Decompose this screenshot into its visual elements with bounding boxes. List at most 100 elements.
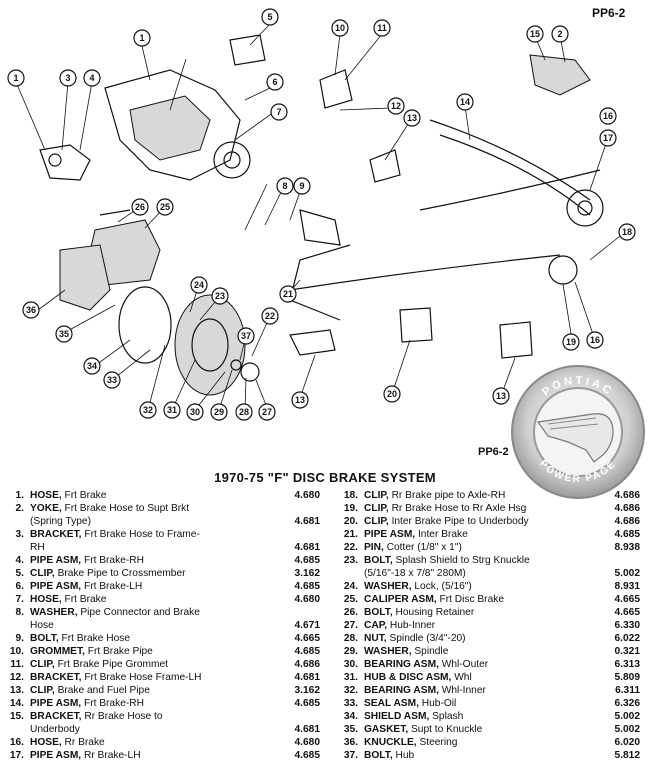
part-name: YOKE,: [30, 503, 62, 514]
svg-text:3: 3: [65, 73, 70, 83]
part-name: BRACKET,: [30, 711, 82, 722]
part-number-index: 12.: [9, 672, 24, 683]
part-description: HOSE, Rr Brake: [30, 736, 105, 749]
part-number-index: 7.: [15, 594, 25, 605]
part-description: PIPE ASM, Rr Brake-LH: [30, 749, 141, 762]
part-number-index: 33.: [343, 698, 358, 709]
svg-text:9: 9: [299, 181, 304, 191]
part-number-index: 8.: [15, 607, 25, 618]
part-name: NUT,: [364, 633, 387, 644]
part-description: BOLT, Frt Brake Hose: [30, 632, 130, 645]
part-name: GROMMET,: [30, 646, 85, 657]
part-detail: Frt Brake Hose to Supt Brkt: [61, 503, 190, 514]
svg-text:22: 22: [265, 311, 275, 321]
part-description: BEARING ASM, Whl-Inner: [364, 684, 486, 697]
svg-text:23: 23: [215, 291, 225, 301]
part-number-index: 29.: [343, 646, 358, 657]
part-number-index: 35.: [343, 724, 358, 735]
part-name: WASHER,: [364, 646, 412, 657]
svg-text:2: 2: [557, 29, 562, 39]
part-group-number: 4.685: [614, 529, 641, 540]
callout-23: 23: [211, 287, 229, 305]
part-name: CLIP,: [30, 659, 55, 670]
part-description: WASHER, Lock, (5/16"): [364, 580, 472, 593]
part-name: BEARING ASM,: [364, 659, 439, 670]
part-detail: Whl-Outer: [438, 659, 489, 670]
part-name: SEAL ASM,: [364, 698, 419, 709]
part-row-continued: (Spring Type)4.681: [6, 515, 326, 528]
svg-text:4: 4: [89, 73, 94, 83]
part-group-number: 6.326: [614, 698, 641, 709]
part-description: CALIPER ASM, Frt Disc Brake: [364, 593, 504, 606]
part-detail: Pipe Connector and Brake: [77, 607, 200, 618]
part-number-index: 9.: [15, 633, 25, 644]
part-group-number: 6.330: [614, 620, 641, 631]
svg-text:20: 20: [387, 389, 397, 399]
part-number-index: 23.: [343, 555, 358, 566]
part-description: CAP, Hub-Inner: [364, 619, 435, 632]
part-detail: Brake and Fuel Pipe: [54, 685, 150, 696]
part-name: KNUCKLE,: [364, 737, 417, 748]
part-group-number: 4.665: [614, 607, 641, 618]
part-number-index: 25.: [343, 594, 358, 605]
part-group-number: 4.681: [294, 724, 321, 735]
svg-text:26: 26: [135, 202, 145, 212]
part-name: PIPE ASM,: [30, 581, 82, 592]
part-number-index: 11.: [10, 659, 24, 670]
rear-axle-drawing: [419, 54, 604, 227]
part-number-index: 27.: [343, 620, 358, 631]
callout-8: 8: [276, 177, 294, 195]
part-group-number: 6.311: [615, 685, 640, 696]
callout-29: 29: [210, 403, 228, 421]
callout-12: 12: [387, 97, 405, 115]
part-number-index: 16.: [9, 737, 24, 748]
part-description: NUT, Spindle (3/4"-20): [364, 632, 466, 645]
part-number-index: 1.: [15, 490, 25, 501]
callout-10: 10: [331, 19, 349, 37]
part-description: CLIP, Frt Brake Pipe Grommet: [30, 658, 168, 671]
svg-text:28: 28: [239, 407, 249, 417]
part-detail: Frt Brake-RH: [81, 555, 144, 566]
svg-text:1: 1: [139, 33, 144, 43]
part-number-index: 4.: [15, 555, 25, 566]
svg-text:27: 27: [262, 407, 272, 417]
part-number-index: 31.: [343, 672, 358, 683]
part-description: PIN, Cotter (1/8" x 1"): [364, 541, 462, 554]
callout-15: 15: [526, 25, 544, 43]
part-detail: Rr Brake: [61, 737, 105, 748]
callout-13a: 13: [403, 109, 421, 127]
callout-22: 22: [261, 307, 279, 325]
part-description: CLIP, Rr Brake pipe to Axle-RH: [364, 489, 505, 502]
part-row: 24.WASHER, Lock, (5/16")8.931: [340, 580, 646, 593]
part-description: PIPE ASM, Frt Brake-RH: [30, 697, 144, 710]
page-id-mid: PP6-2: [478, 446, 509, 458]
part-name: BRACKET,: [30, 672, 82, 683]
part-description: GASKET, Supt to Knuckle: [364, 723, 482, 736]
part-name: HOSE,: [30, 594, 62, 605]
diagram-title: 1970-75 "F" DISC BRAKE SYSTEM: [214, 470, 436, 485]
svg-text:13: 13: [295, 395, 305, 405]
part-detail: Rr Brake Hose to: [81, 711, 163, 722]
callout-36: 36: [22, 301, 40, 319]
part-detail: Frt Brake: [61, 594, 107, 605]
page-id-top: PP6-2: [592, 6, 626, 20]
part-description: BOLT, Hub: [364, 749, 414, 762]
part-number-index: 26.: [343, 607, 358, 618]
part-name: BEARING ASM,: [364, 685, 439, 696]
part-detail: Frt Brake Pipe Grommet: [54, 659, 168, 670]
callout-2: 2: [551, 25, 569, 43]
part-description: BRACKET, Frt Brake Hose to Frame-: [30, 528, 200, 541]
exploded-brake-diagram: 1 2 3 4 5 6 7 8 9 10 11 12 13 13 13 14 1…: [7, 8, 636, 421]
part-number-index: 15.: [9, 711, 24, 722]
svg-text:14: 14: [460, 97, 470, 107]
part-description: HOSE, Frt Brake: [30, 489, 106, 502]
part-detail: Lock, (5/16"): [411, 581, 472, 592]
